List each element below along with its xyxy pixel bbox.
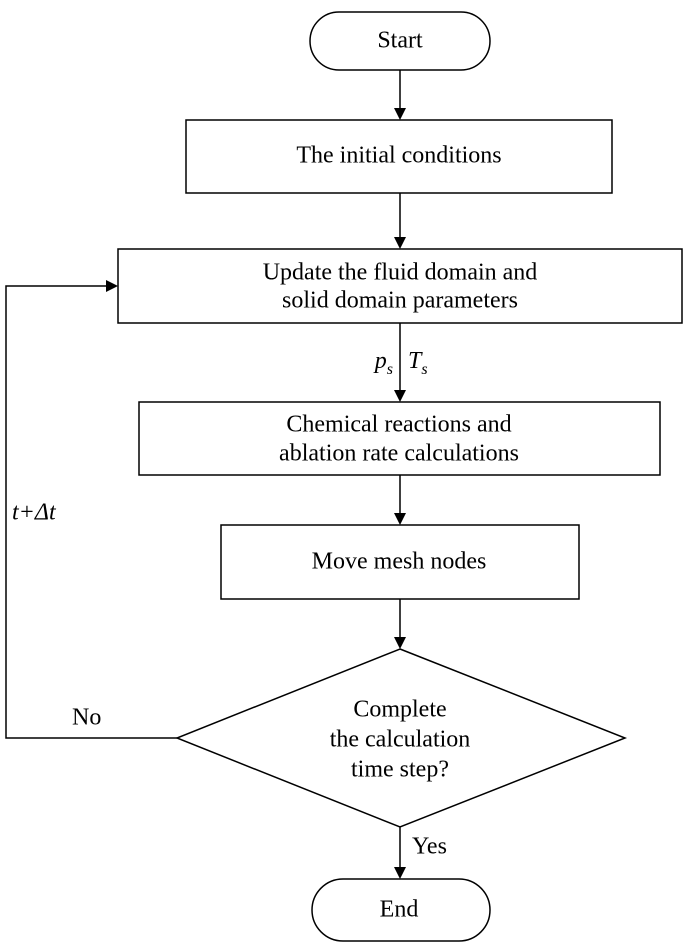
- arrow-chemical-to-mesh: [394, 475, 406, 525]
- decision-node: Complete the calculation time step?: [174, 648, 628, 828]
- ps-label: ps: [373, 348, 393, 378]
- arrow-decision-to-end: Yes: [394, 827, 447, 879]
- arrow-initial-to-update: [394, 193, 406, 249]
- move-mesh-node: Move mesh nodes: [220, 524, 580, 600]
- decision-label-line3: time step?: [351, 757, 449, 783]
- arrow-start-to-initial: [394, 70, 406, 120]
- arrow-mesh-to-decision: [394, 599, 406, 649]
- decision-label-line2: the calculation: [330, 727, 471, 753]
- start-label: Start: [377, 28, 423, 54]
- end-node: End: [311, 878, 491, 942]
- chemical-reactions-label-line2: ablation rate calculations: [279, 441, 519, 467]
- start-node: Start: [309, 11, 491, 71]
- end-label: End: [380, 897, 419, 923]
- time-step-label: t+Δt: [12, 500, 57, 526]
- initial-conditions-label: The initial conditions: [296, 143, 501, 169]
- arrow-update-to-chemical: ps Ts: [373, 323, 428, 402]
- update-domain-label-line1: Update the fluid domain and: [263, 260, 538, 286]
- decision-label-line1: Complete: [353, 697, 446, 723]
- chemical-reactions-node: Chemical reactions and ablation rate cal…: [138, 401, 661, 476]
- move-mesh-label: Move mesh nodes: [312, 549, 487, 575]
- initial-conditions-node: The initial conditions: [185, 119, 613, 194]
- loop-arrow-no: No t+Δt: [5, 280, 177, 739]
- update-domain-node: Update the fluid domain and solid domain…: [117, 248, 683, 324]
- yes-label: Yes: [412, 834, 447, 860]
- no-label: No: [72, 705, 101, 731]
- ts-label: Ts: [408, 348, 428, 378]
- chemical-reactions-label-line1: Chemical reactions and: [286, 412, 511, 438]
- update-domain-label-line2: solid domain parameters: [282, 288, 518, 314]
